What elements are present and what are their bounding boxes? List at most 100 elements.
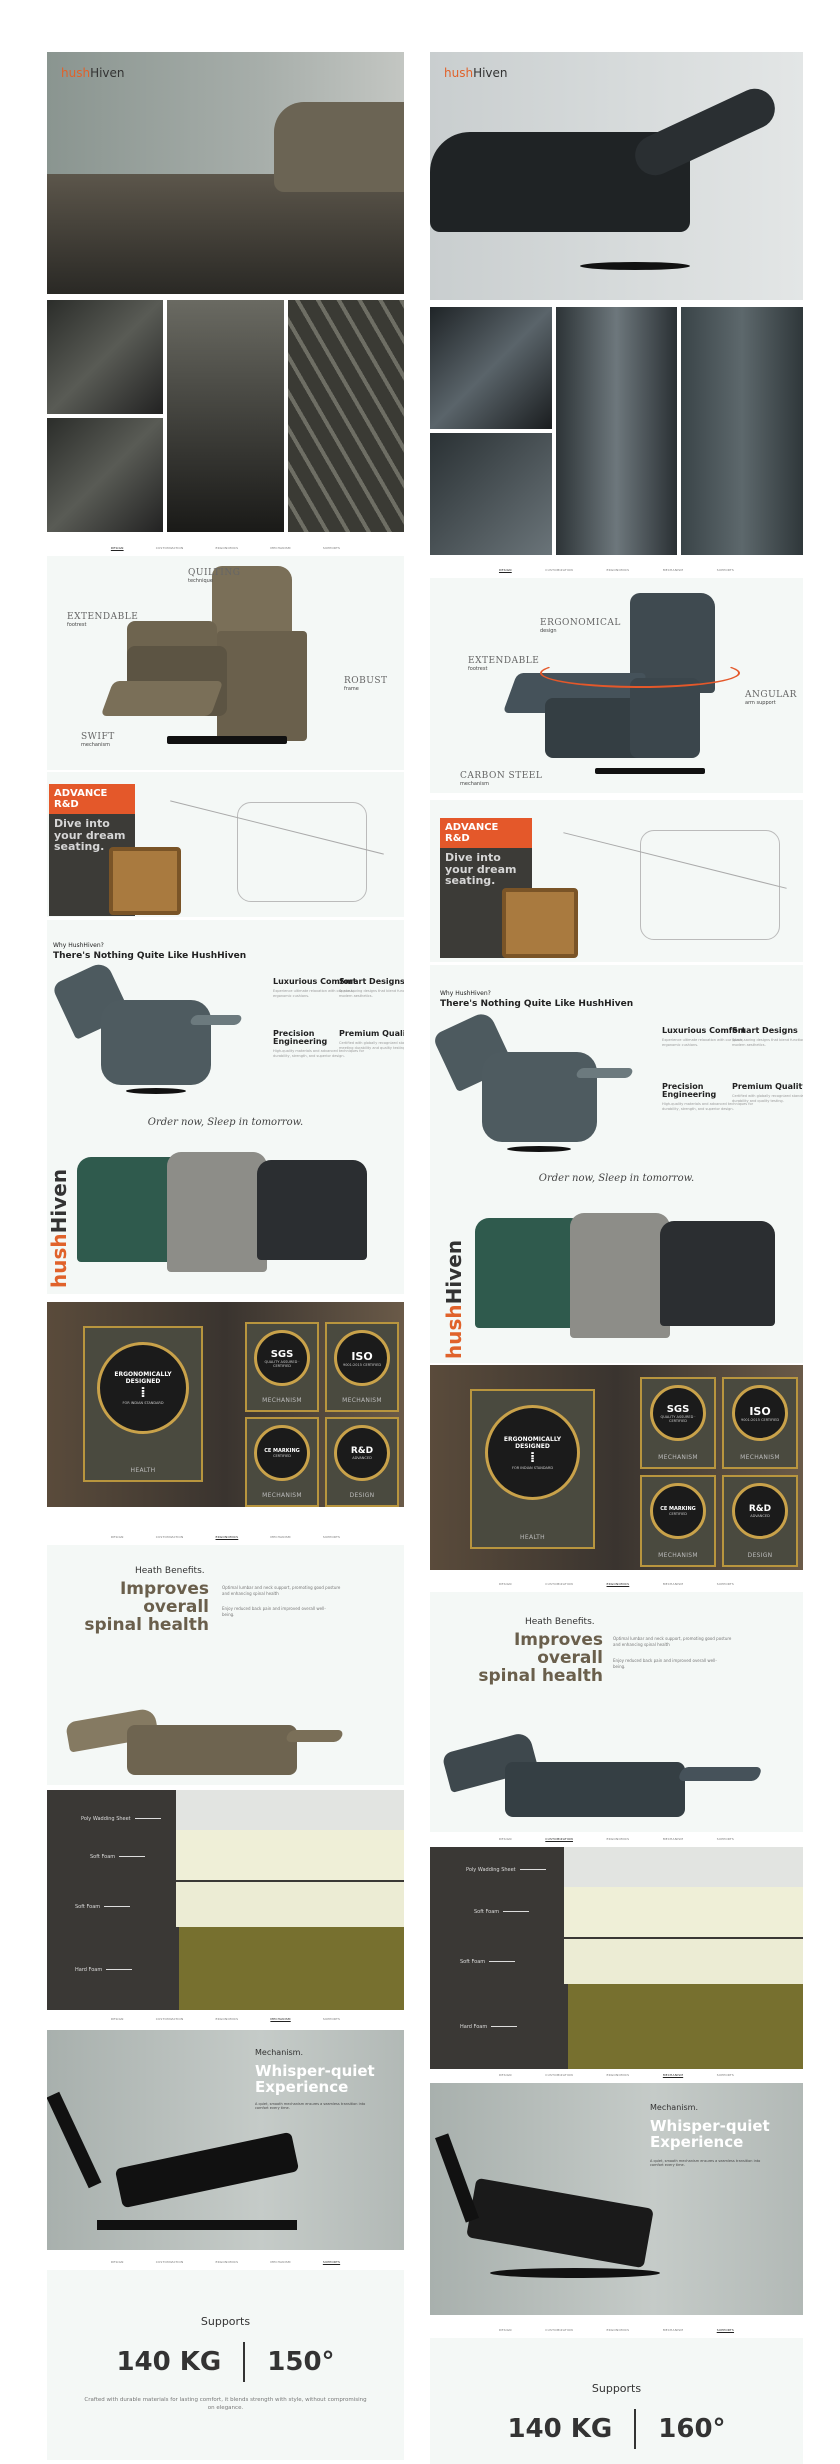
nav-customization[interactable]: CUSTOMIZATION: [155, 2260, 184, 2264]
green-recliner-image: [475, 1218, 585, 1328]
nav-supports[interactable]: SUPPORTS: [322, 2017, 341, 2021]
nav-supports[interactable]: SUPPORTS: [716, 1837, 735, 1841]
logo-accent: hush: [61, 66, 91, 80]
nav-mechanism[interactable]: MECHANISM: [270, 2260, 291, 2264]
swivel-base: [580, 262, 690, 270]
mechanism-section: Mechanism. Whisper-quiet Experience A qu…: [47, 2030, 404, 2250]
nav-design[interactable]: DESIGN: [110, 1535, 124, 1539]
section-nav: DESIGN CUSTOMIZATION ERGONOMICS MECHANISM SU…: [430, 568, 803, 572]
badge-card-health: ERGONOMICALLY DESIGNED⁞FOR INDIAN STANDA…: [470, 1389, 595, 1549]
hero-image: hushHiven: [47, 52, 404, 294]
divider: [634, 2409, 637, 2449]
nav-customization[interactable]: CUSTOMIZATION: [155, 546, 184, 550]
nav-design[interactable]: DESIGN: [498, 568, 512, 572]
nav-mechanism[interactable]: MECHANISM: [662, 1582, 684, 1586]
nav-ergonomics[interactable]: ERGONOMICS: [215, 2017, 239, 2021]
supports-section: Supports 140 KG 150° Crafted with durabl…: [47, 2270, 404, 2460]
why-section: Why HushHiven? There's Nothing Quite Lik…: [47, 920, 404, 1102]
nav-ergonomics[interactable]: ERGONOMICS: [606, 2328, 630, 2332]
swivel-base-image: [490, 2268, 660, 2278]
badge-card-health: ERGONOMICALLY DESIGNED⁞FOR INDIAN STANDA…: [83, 1326, 203, 1482]
rd-tag-line1: ADVANCE: [445, 822, 499, 833]
grey-recliner-image: [167, 1152, 267, 1272]
left-column: hushHiven DESIGN CUSTOMIZATION ERGONOMICS M…: [47, 0, 404, 2464]
nav-ergonomics[interactable]: ERGONOMICS: [215, 546, 239, 550]
badge-label: HEALTH: [130, 1467, 156, 1474]
reclined-chair-image: [65, 1695, 367, 1785]
brand-logo[interactable]: hushHiven: [444, 66, 508, 80]
nav-design[interactable]: DESIGN: [110, 2017, 124, 2021]
nav-ergonomics[interactable]: ERGONOMICS: [606, 1837, 630, 1841]
foam-layer-hard: [568, 1984, 803, 2069]
nav-design[interactable]: DESIGN: [498, 2073, 512, 2077]
nav-customization[interactable]: CUSTOMIZATION: [155, 1535, 184, 1539]
section-nav: DESIGN CUSTOMIZATION ERGONOMICS MECHANISM SU…: [430, 1837, 803, 1841]
hero-image: hushHiven: [430, 52, 803, 300]
nav-design[interactable]: DESIGN: [498, 1582, 512, 1586]
technical-sketch: [237, 802, 367, 902]
nav-ergonomics[interactable]: ERGONOMICS: [606, 2073, 630, 2077]
divider: [243, 2342, 246, 2382]
mechanism-eyebrow: Mechanism.: [650, 2103, 698, 2112]
nav-supports[interactable]: SUPPORTS: [322, 1535, 341, 1539]
reclined-chair-image: [441, 1722, 785, 1822]
nav-customization[interactable]: CUSTOMIZATION: [155, 2017, 184, 2021]
nav-supports[interactable]: SUPPORTS: [716, 568, 735, 572]
nav-ergonomics[interactable]: ERGONOMICS: [606, 1582, 630, 1586]
nav-design[interactable]: DESIGN: [498, 1837, 512, 1841]
detail-tile: [47, 418, 164, 532]
nav-supports[interactable]: SUPPORTS: [322, 546, 341, 550]
nav-mechanism[interactable]: MECHANISM: [662, 1837, 684, 1841]
nav-supports[interactable]: SUPPORTS: [716, 2328, 735, 2332]
nav-customization[interactable]: CUSTOMIZATION: [545, 2328, 573, 2332]
nav-design[interactable]: DESIGN: [110, 546, 124, 550]
nav-mechanism[interactable]: MECHANISM: [270, 546, 291, 550]
supports-title: Supports: [591, 2382, 642, 2395]
nav-supports[interactable]: SUPPORTS: [716, 1582, 735, 1586]
nav-ergonomics[interactable]: ERGONOMICS: [215, 1535, 239, 1539]
nav-customization[interactable]: CUSTOMIZATION: [545, 1582, 573, 1586]
nav-customization[interactable]: CUSTOMIZATION: [545, 2073, 573, 2077]
foam-layers-section: Poly Wadding Sheet Soft Foam Soft Foam H…: [47, 1790, 404, 2010]
brand-logo[interactable]: hushHiven: [61, 66, 125, 80]
mechanism-eyebrow: Mechanism.: [255, 2048, 303, 2057]
foam-layers-section: Poly Wadding Sheet Soft Foam Soft Foam H…: [430, 1847, 803, 2069]
nav-ergonomics[interactable]: ERGONOMICS: [215, 2260, 239, 2264]
rd-text: Dive into your dream seating.: [54, 817, 126, 854]
foam-layer-soft: [564, 1887, 803, 1937]
foam-layer-wadding: [175, 1790, 404, 1830]
nav-customization[interactable]: CUSTOMIZATION: [545, 1837, 573, 1841]
nav-mechanism[interactable]: MECHANISM: [662, 2328, 684, 2332]
why-title: There's Nothing Quite Like HushHiven: [53, 951, 247, 961]
grey-recliner-image: [570, 1213, 670, 1338]
nav-customization[interactable]: CUSTOMIZATION: [545, 568, 573, 572]
section-nav: DESIGN CUSTOMIZATION ERGONOMICS MECHANISM SU…: [47, 1535, 404, 1539]
nav-design[interactable]: DESIGN: [498, 2328, 512, 2332]
section-nav: DESIGN CUSTOMIZATION ERGONOMICS MECHANISM SU…: [430, 2073, 803, 2077]
certifications-section: ERGONOMICALLY DESIGNED⁞FOR INDIAN STANDA…: [430, 1365, 803, 1570]
nav-mechanism[interactable]: MECHANISM: [270, 1535, 291, 1539]
nav-supports[interactable]: SUPPORTS: [716, 2073, 735, 2077]
nav-mechanism[interactable]: MECHANISM: [662, 568, 684, 572]
supports-text: Crafted with durable materials for lasti…: [84, 2397, 367, 2412]
nav-mechanism[interactable]: MECHANISM: [662, 2073, 684, 2077]
order-tagline: Order now, Sleep in tomorrow.: [147, 1117, 304, 1128]
nav-mechanism[interactable]: MECHANISM: [270, 2017, 291, 2021]
nav-supports[interactable]: SUPPORTS: [322, 2260, 341, 2264]
rd-text: Dive into your dream seating.: [445, 851, 517, 888]
nav-ergonomics[interactable]: ERGONOMICS: [606, 568, 630, 572]
mechanism-arm-image: [47, 2091, 102, 2189]
foam-layer-hard: [179, 1927, 404, 2010]
nav-design[interactable]: DESIGN: [110, 2260, 124, 2264]
